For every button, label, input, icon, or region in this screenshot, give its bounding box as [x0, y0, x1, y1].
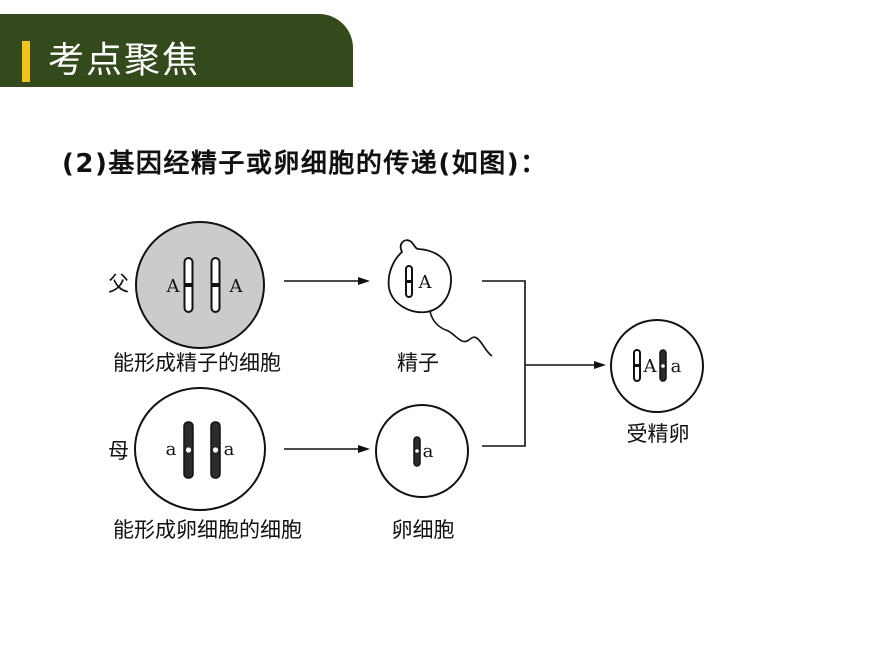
mother-to-egg-arrow	[284, 445, 370, 453]
sperm-tail	[430, 311, 492, 356]
zygote-allele-maternal: a	[671, 356, 682, 377]
arrowhead	[594, 361, 606, 369]
zygote-group: A a 受精卵	[611, 320, 703, 446]
father-cell-caption: 能形成精子的细胞	[113, 351, 281, 375]
centromere	[212, 283, 220, 287]
father-label: 父	[108, 272, 129, 296]
zygote-chromosome-maternal	[660, 350, 666, 381]
sperm-allele: A	[418, 272, 433, 293]
father-chromosome-right	[212, 258, 220, 312]
mother-chromosome-right	[211, 422, 220, 478]
mother-cell-caption: 能形成卵细胞的细胞	[113, 518, 302, 542]
mother-cell	[135, 388, 265, 510]
arrowhead	[358, 445, 370, 453]
centromere	[661, 364, 665, 368]
sperm-group: A 精子	[389, 240, 492, 375]
arrowhead	[358, 277, 370, 285]
centromere	[186, 447, 191, 452]
centromere	[415, 449, 419, 453]
centromere	[213, 447, 218, 452]
mother-allele-left: a	[166, 439, 177, 460]
fertilization-connector	[482, 281, 525, 446]
father-to-sperm-arrow	[284, 277, 370, 285]
father-cell	[136, 222, 264, 348]
centromere	[406, 280, 412, 283]
egg-allele: a	[423, 441, 434, 462]
father-chromosome-left	[185, 258, 193, 312]
header-title: 考点聚焦	[48, 41, 200, 81]
to-zygote-arrow	[525, 361, 606, 369]
zygote-cell	[611, 320, 703, 412]
mother-allele-right: a	[224, 439, 235, 460]
egg-caption: 卵细胞	[392, 518, 455, 542]
father-allele-right: A	[229, 276, 244, 297]
father-group: 父 A A 能形成精子的细胞	[108, 222, 281, 375]
sperm-caption: 精子	[397, 351, 439, 375]
egg-group: a 卵细胞	[376, 405, 468, 542]
father-allele-left: A	[166, 276, 181, 297]
mother-label: 母	[108, 439, 129, 463]
mother-chromosome-left	[184, 422, 193, 478]
zygote-caption: 受精卵	[627, 422, 690, 446]
zygote-chromosome-paternal	[634, 350, 640, 381]
centromere	[634, 364, 640, 367]
zygote-allele-paternal: A	[643, 356, 658, 377]
mother-group: 母 a a 能形成卵细胞的细胞	[108, 388, 302, 542]
section-heading: (2)基因经精子或卵细胞的传递(如图)：	[62, 148, 548, 180]
centromere	[185, 283, 193, 287]
section-header: 考点聚焦	[0, 14, 353, 87]
egg-chromosome	[414, 437, 420, 466]
sperm-chromosome	[406, 266, 412, 297]
header-accent-bar	[22, 41, 30, 82]
